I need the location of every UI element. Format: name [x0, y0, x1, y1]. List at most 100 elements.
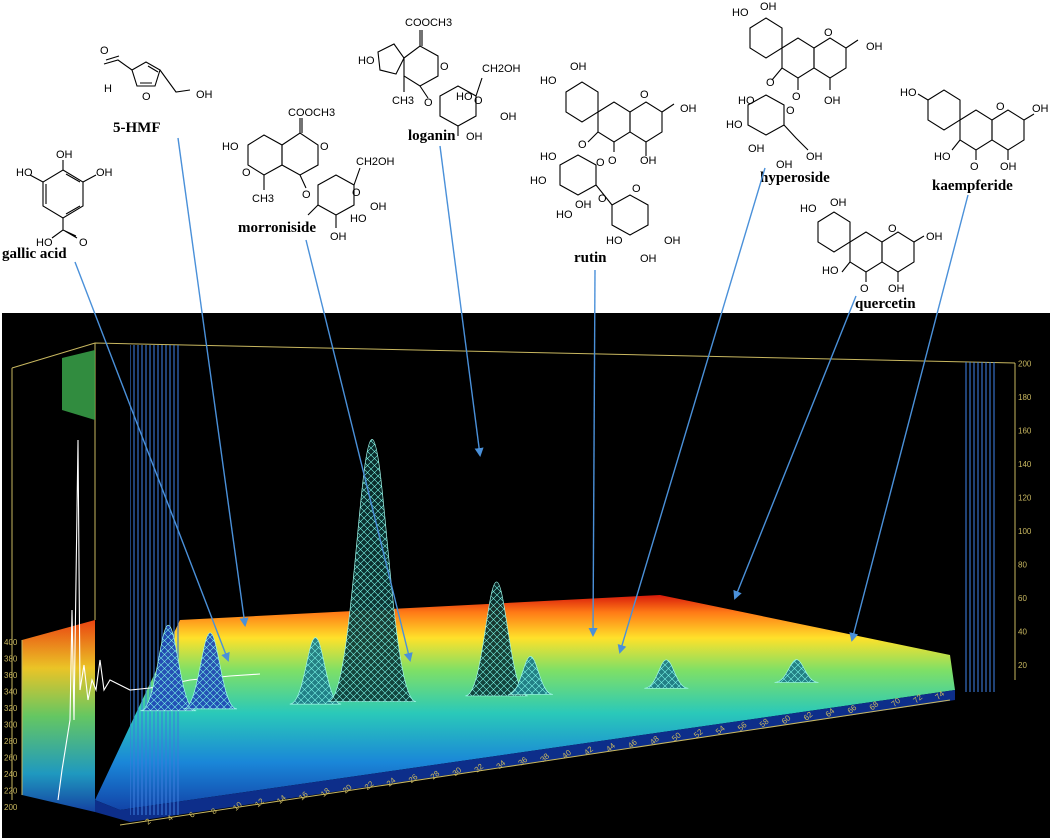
- atom-label: OH: [330, 231, 347, 243]
- z-tick-label: 40: [1018, 628, 1027, 637]
- z-tick-label: 100: [1018, 527, 1032, 536]
- surface-floor-front: [95, 690, 955, 822]
- z-tick-label: 120: [1018, 494, 1032, 503]
- y-tick-label: 280: [4, 737, 18, 746]
- atom-label: O: [79, 237, 88, 249]
- peak-quercetin: [644, 659, 689, 689]
- atom-label: OH: [680, 103, 697, 115]
- z-tick-label: 180: [1018, 393, 1032, 402]
- label-gallic-acid: gallic acid: [2, 246, 67, 262]
- peak-5-hmf: [183, 632, 238, 710]
- atom-label: O: [578, 139, 587, 151]
- atom-label: OH: [1000, 161, 1017, 173]
- atom-label: OH: [570, 61, 587, 73]
- z-tick-label: 200: [1018, 360, 1032, 369]
- atom-label: OH: [575, 199, 592, 211]
- x-tick-label: 2: [144, 816, 154, 826]
- atom-label: OH: [806, 151, 823, 163]
- atom-label: O: [860, 283, 869, 295]
- arrow-morroniside: [305, 239, 413, 662]
- atom-label: CH2OH: [356, 156, 395, 168]
- structure-rutin: HO OH O OH O O OH HO O HO OH O O HO HO O…: [530, 61, 697, 266]
- atom-label: HO: [606, 235, 623, 247]
- atom-label: OH: [760, 1, 777, 13]
- atom-label: H: [104, 83, 112, 95]
- peak-loganin: [327, 439, 417, 702]
- atom-label: HO: [16, 167, 33, 179]
- atom-label: OH: [370, 201, 387, 213]
- atom-label: O: [608, 155, 617, 167]
- structure-5-hmf: O H O OH 5-HMF: [100, 45, 213, 136]
- z-tick-label: 20: [1018, 661, 1027, 670]
- atom-label: O: [888, 223, 897, 235]
- label-5-hmf: 5-HMF: [113, 120, 160, 136]
- structure-gallic-acid: OH HO OH O HO gallic acid: [2, 149, 113, 262]
- atom-label: OH: [824, 95, 841, 107]
- z-tick-label: 140: [1018, 460, 1032, 469]
- atom-label: O: [792, 91, 801, 103]
- atom-label: O: [824, 27, 833, 39]
- x-tick-label: 8: [209, 806, 219, 816]
- atom-label: O: [970, 161, 979, 173]
- surface-left-side: [22, 620, 95, 812]
- atom-label: HO: [738, 95, 755, 107]
- structure-kaempferide: HO O OH HO O OH kaempferide: [900, 87, 1049, 194]
- y-tick-label: 200: [4, 803, 18, 812]
- arrow-kaempferide: [849, 194, 969, 642]
- atom-label: O: [352, 187, 361, 199]
- y-tick-label: 380: [4, 655, 18, 664]
- atom-label: O: [598, 193, 607, 205]
- atom-label: O: [142, 91, 151, 103]
- structure-morroniside: COOCH3 HO O O CH3 O O CH2OH HO OH OH mor…: [222, 107, 395, 243]
- atom-label: CH2OH: [482, 63, 521, 75]
- structure-quercetin: HO OH O OH HO O OH quercetin: [800, 197, 943, 312]
- atom-label: O: [640, 89, 649, 101]
- y-tick-label: 400: [4, 638, 18, 647]
- atom-label: OH: [888, 283, 905, 295]
- atom-label: HO: [934, 151, 951, 163]
- structure-hyperoside: HO OH O OH O O OH HO O HO OH OH OH hyper…: [726, 1, 883, 186]
- atom-label: O: [302, 189, 311, 201]
- atom-label: OH: [866, 41, 883, 53]
- label-quercetin: quercetin: [855, 296, 916, 312]
- z-tick-label: 60: [1018, 594, 1027, 603]
- arrow-5-hmf: [177, 137, 249, 627]
- atom-label: HO: [822, 265, 839, 277]
- atom-label: COOCH3: [405, 17, 452, 29]
- y-tick-label: 300: [4, 721, 18, 730]
- atom-label: OH: [500, 111, 517, 123]
- arrow-hyperoside: [617, 167, 766, 654]
- y-tick-label: 360: [4, 671, 18, 680]
- atom-label: OH: [640, 253, 657, 265]
- atom-label: HO: [530, 175, 547, 187]
- atom-label: COOCH3: [288, 107, 335, 119]
- atom-label: O: [766, 77, 775, 89]
- arrow-rutin: [588, 269, 598, 637]
- y-tick-label: 260: [4, 754, 18, 763]
- atom-label: OH: [830, 197, 847, 209]
- atom-label: HO: [456, 91, 473, 103]
- atom-label: HO: [358, 55, 375, 67]
- atom-label: O: [596, 157, 605, 169]
- atom-label: HO: [222, 141, 239, 153]
- arrow-loganin: [439, 145, 484, 457]
- y-tick-label: 320: [4, 704, 18, 713]
- structure-loganin: COOCH3 HO O CH3 O O CH2OH HO OH OH logan…: [358, 17, 521, 144]
- atom-label: O: [632, 183, 641, 195]
- atom-label: HO: [900, 87, 917, 99]
- atom-label: O: [320, 141, 329, 153]
- atom-label: HO: [732, 7, 749, 19]
- atom-label: OH: [1032, 103, 1049, 115]
- atom-label: O: [786, 105, 795, 117]
- atom-label: HO: [800, 203, 817, 215]
- atom-label: OH: [748, 143, 765, 155]
- atom-label: CH3: [252, 193, 274, 205]
- atom-label: HO: [726, 119, 743, 131]
- peak-gallic-acid: [140, 624, 197, 712]
- peak-rutin: [465, 581, 528, 697]
- arrow-quercetin: [733, 295, 857, 600]
- label-hyperoside: hyperoside: [760, 170, 830, 186]
- atom-label: HO: [540, 151, 557, 163]
- label-morroniside: morroniside: [238, 220, 316, 236]
